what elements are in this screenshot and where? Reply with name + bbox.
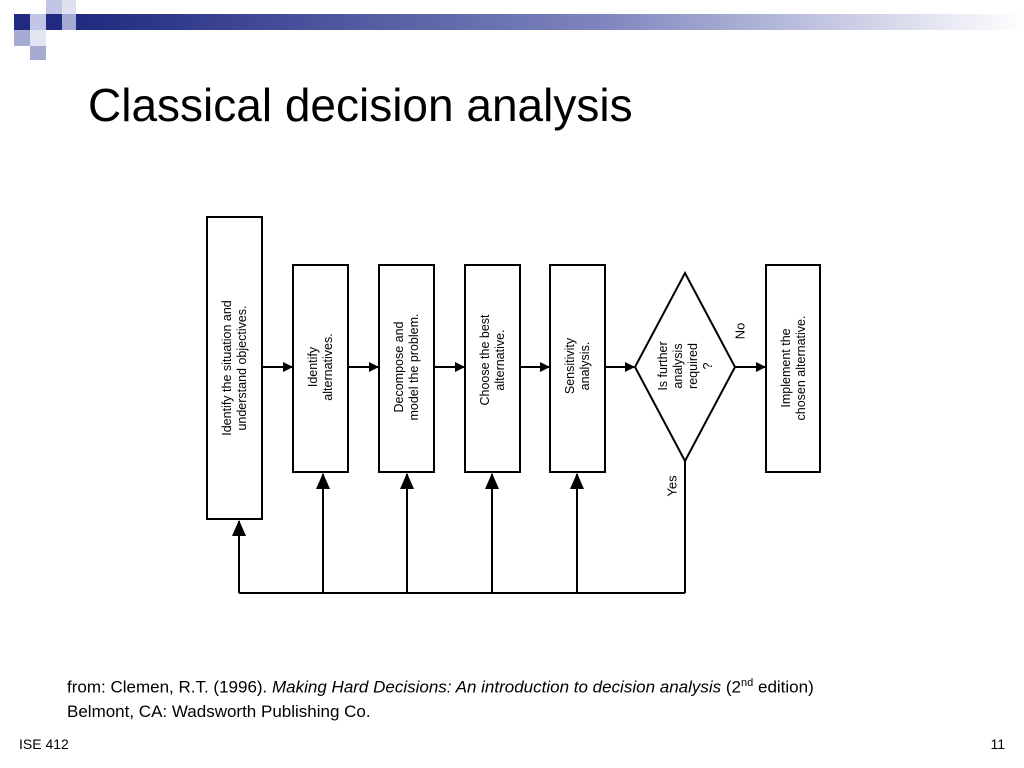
page-number: 11 xyxy=(990,736,1005,752)
citation-book-title: Making Hard Decisions: An introduction t… xyxy=(272,677,722,697)
node-box-alternatives xyxy=(292,264,349,473)
slide-title: Classical decision analysis xyxy=(88,79,633,131)
node-box-choose xyxy=(464,264,521,473)
citation-line-1: from: Clemen, R.T. (1996). Making Hard D… xyxy=(67,677,814,697)
citation: from: Clemen, R.T. (1996). Making Hard D… xyxy=(67,671,814,724)
node-box-sensitivity xyxy=(549,264,606,473)
node-box-decompose xyxy=(378,264,435,473)
footer-course-code: ISE 412 xyxy=(19,736,69,752)
citation-line-2: Belmont, CA: Wadsworth Publishing Co. xyxy=(67,701,371,721)
node-box-implement xyxy=(765,264,821,473)
